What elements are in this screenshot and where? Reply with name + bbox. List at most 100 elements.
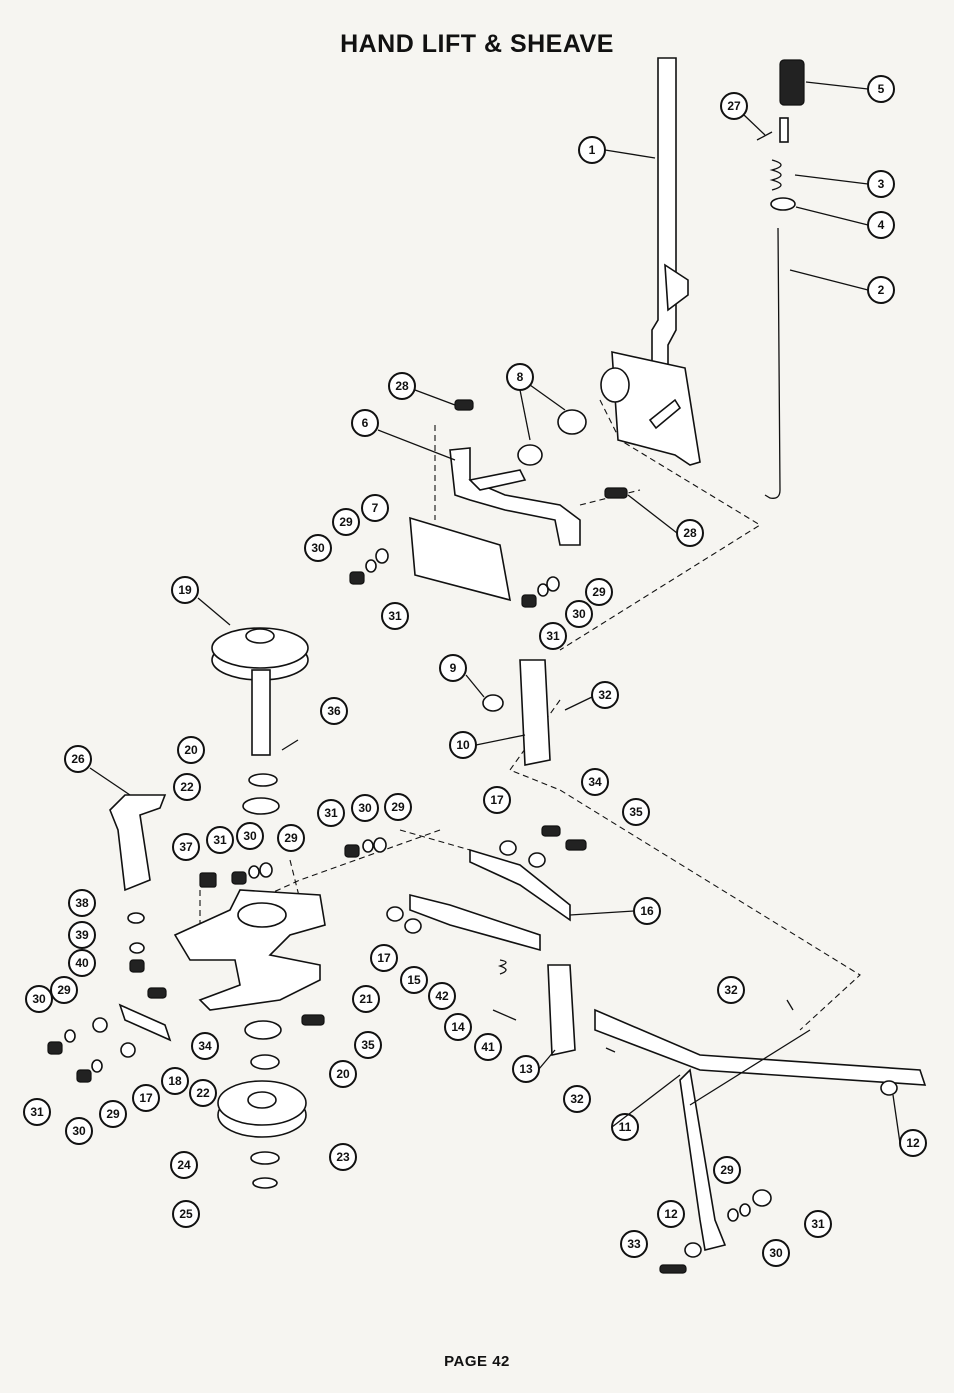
svg-text:34: 34 [588, 775, 602, 789]
svg-text:22: 22 [196, 1086, 210, 1100]
svg-text:33: 33 [627, 1237, 641, 1251]
svg-text:18: 18 [168, 1074, 182, 1088]
callout-17a: 17 [483, 786, 511, 814]
svg-text:10: 10 [456, 738, 470, 752]
svg-text:32: 32 [570, 1092, 584, 1106]
callout-29e: 29 [50, 976, 78, 1004]
svg-text:16: 16 [640, 904, 654, 918]
leader-lines [89, 81, 901, 1144]
svg-text:35: 35 [629, 805, 643, 819]
callout-28a: 28 [388, 372, 416, 400]
callout-29b: 29 [585, 578, 613, 606]
callout-38: 38 [68, 889, 96, 917]
housing-assembly [109, 794, 326, 1011]
svg-text:29: 29 [339, 515, 353, 529]
svg-text:30: 30 [243, 829, 257, 843]
svg-text:9: 9 [450, 661, 457, 675]
callout-22a: 22 [173, 773, 201, 801]
callout-14: 14 [444, 1013, 472, 1041]
callout-31b: 31 [539, 622, 567, 650]
callout-19: 19 [171, 576, 199, 604]
callout-7: 7 [361, 494, 389, 522]
callout-1: 1 [578, 136, 606, 164]
svg-text:29: 29 [106, 1107, 120, 1121]
svg-text:31: 31 [30, 1105, 44, 1119]
callout-16: 16 [633, 897, 661, 925]
svg-text:40: 40 [75, 956, 89, 970]
callout-28b: 28 [676, 519, 704, 547]
svg-text:17: 17 [139, 1091, 153, 1105]
callout-18: 18 [161, 1067, 189, 1095]
svg-text:20: 20 [336, 1067, 350, 1081]
callout-21: 21 [352, 985, 380, 1013]
svg-text:1: 1 [589, 143, 596, 157]
callout-31f: 31 [804, 1210, 832, 1238]
svg-text:28: 28 [683, 526, 697, 540]
callout-31d: 31 [206, 826, 234, 854]
callout-29f: 29 [99, 1100, 127, 1128]
callout-31a: 31 [381, 602, 409, 630]
svg-text:31: 31 [388, 609, 402, 623]
callout-11: 11 [611, 1113, 639, 1141]
callout-36: 36 [320, 697, 348, 725]
callout-42: 42 [428, 982, 456, 1010]
svg-text:12: 12 [664, 1207, 678, 1221]
svg-text:35: 35 [361, 1038, 375, 1052]
svg-text:20: 20 [184, 743, 198, 757]
svg-text:13: 13 [519, 1062, 533, 1076]
callout-4: 4 [867, 211, 895, 239]
svg-text:41: 41 [481, 1040, 495, 1054]
svg-text:17: 17 [377, 951, 391, 965]
callout-12b: 12 [657, 1200, 685, 1228]
callout-24: 24 [170, 1151, 198, 1179]
callout-29c: 29 [384, 793, 412, 821]
hardware [47, 548, 898, 1274]
callout-8: 8 [506, 363, 534, 391]
svg-text:25: 25 [179, 1207, 193, 1221]
svg-text:30: 30 [769, 1246, 783, 1260]
svg-text:24: 24 [177, 1158, 191, 1172]
callout-22b: 22 [189, 1079, 217, 1107]
callout-32c: 32 [563, 1085, 591, 1113]
callout-35a: 35 [622, 798, 650, 826]
svg-text:2: 2 [878, 283, 885, 297]
callout-25: 25 [172, 1200, 200, 1228]
svg-text:29: 29 [284, 831, 298, 845]
callout-30f: 30 [65, 1117, 93, 1145]
svg-text:31: 31 [324, 806, 338, 820]
hand-lift-lever [600, 57, 701, 466]
svg-text:30: 30 [358, 801, 372, 815]
callout-5: 5 [867, 75, 895, 103]
callout-20a: 20 [177, 736, 205, 764]
svg-text:31: 31 [546, 629, 560, 643]
callout-6: 6 [351, 409, 379, 437]
svg-text:37: 37 [179, 840, 193, 854]
svg-text:28: 28 [395, 379, 409, 393]
svg-text:21: 21 [359, 992, 373, 1006]
sheave-assembly [211, 627, 309, 1189]
callout-17b: 17 [370, 944, 398, 972]
callout-3: 3 [867, 170, 895, 198]
svg-text:30: 30 [72, 1124, 86, 1138]
callout-30b: 30 [565, 600, 593, 628]
svg-text:11: 11 [619, 1120, 632, 1134]
callout-30a: 30 [304, 534, 332, 562]
callout-35b: 35 [354, 1031, 382, 1059]
callout-17c: 17 [132, 1084, 160, 1112]
callout-29a: 29 [332, 508, 360, 536]
svg-text:38: 38 [75, 896, 89, 910]
callout-26: 26 [64, 745, 92, 773]
rod-assembly [756, 59, 805, 499]
callout-30g: 30 [762, 1239, 790, 1267]
svg-text:36: 36 [327, 704, 341, 718]
callout-13: 13 [512, 1055, 540, 1083]
page-number: PAGE 42 [444, 1353, 510, 1370]
linkage-assembly [409, 659, 927, 1251]
svg-text:4: 4 [878, 218, 885, 232]
svg-text:6: 6 [362, 416, 369, 430]
callout-40: 40 [68, 949, 96, 977]
svg-text:26: 26 [71, 752, 85, 766]
svg-text:23: 23 [336, 1150, 350, 1164]
svg-text:30: 30 [572, 607, 586, 621]
